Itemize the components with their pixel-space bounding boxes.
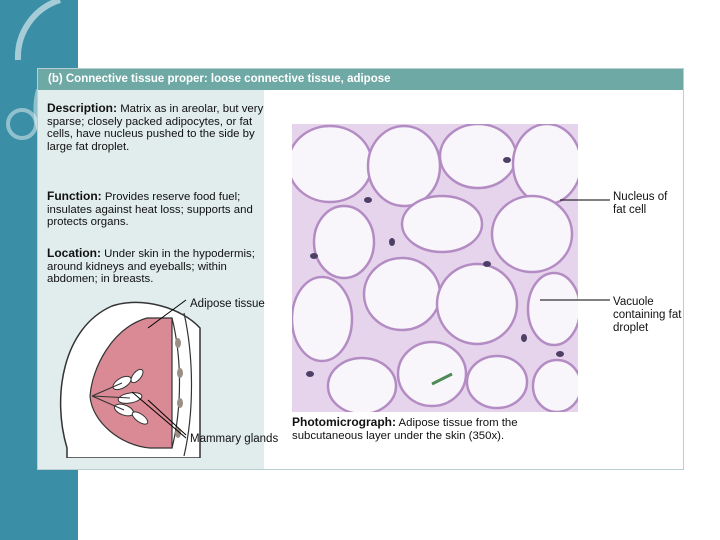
tissue-panel: (b) Connective tissue proper: loose conn… [37, 68, 684, 470]
description-label: Description: [47, 101, 118, 115]
mammary-glands-label: Mammary glands [190, 433, 279, 445]
breast-anatomy-illustration [59, 301, 201, 458]
location-label: Location: [47, 246, 101, 260]
caption-text: Adipose tissue from the subcutaneous lay… [292, 417, 518, 442]
caption-label: Photomicrograph: [292, 415, 396, 429]
adipose-tissue-label: Adipose tissue [190, 298, 265, 310]
panel-header: (b) Connective tissue proper: loose conn… [38, 69, 683, 90]
location-text: Under skin in the hypodermis; around kid… [47, 248, 255, 286]
location-paragraph: Location: Under skin in the hypodermis; … [47, 247, 267, 286]
nucleus-label: Nucleus of fat cell [613, 191, 668, 216]
vacuole-label: Vacuole containing fat droplet [613, 296, 682, 334]
function-label: Function: [47, 189, 102, 203]
description-paragraph: Description: Matrix as in areolar, but v… [47, 102, 267, 153]
description-text: Matrix as in areolar, but very sparse; c… [47, 103, 264, 153]
function-text: Provides reserve food fuel; insulates ag… [47, 191, 253, 229]
function-paragraph: Function: Provides reserve food fuel; in… [47, 190, 267, 229]
photomicrograph-caption: Photomicrograph: Adipose tissue from the… [292, 416, 582, 443]
photomicrograph-image [292, 124, 578, 412]
